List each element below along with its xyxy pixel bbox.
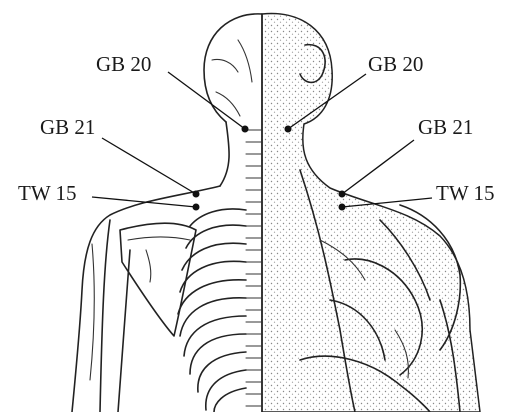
label-gb20-right: GB 20: [368, 52, 423, 76]
leader-tw15-left: [92, 197, 196, 207]
leader-gb20-left: [168, 72, 245, 129]
label-tw15-right: TW 15: [436, 181, 495, 205]
label-gb21-left: GB 21: [40, 115, 95, 139]
labels: GB 20 GB 20 GB 21 GB 21 TW 15 TW 15: [18, 52, 495, 205]
scapula: [120, 223, 196, 336]
label-tw15-left: TW 15: [18, 181, 77, 205]
leader-gb21-right: [342, 140, 414, 194]
spine: [246, 130, 262, 406]
label-gb21-right: GB 21: [418, 115, 473, 139]
leader-gb21-left: [102, 138, 196, 194]
label-gb20-left: GB 20: [96, 52, 151, 76]
